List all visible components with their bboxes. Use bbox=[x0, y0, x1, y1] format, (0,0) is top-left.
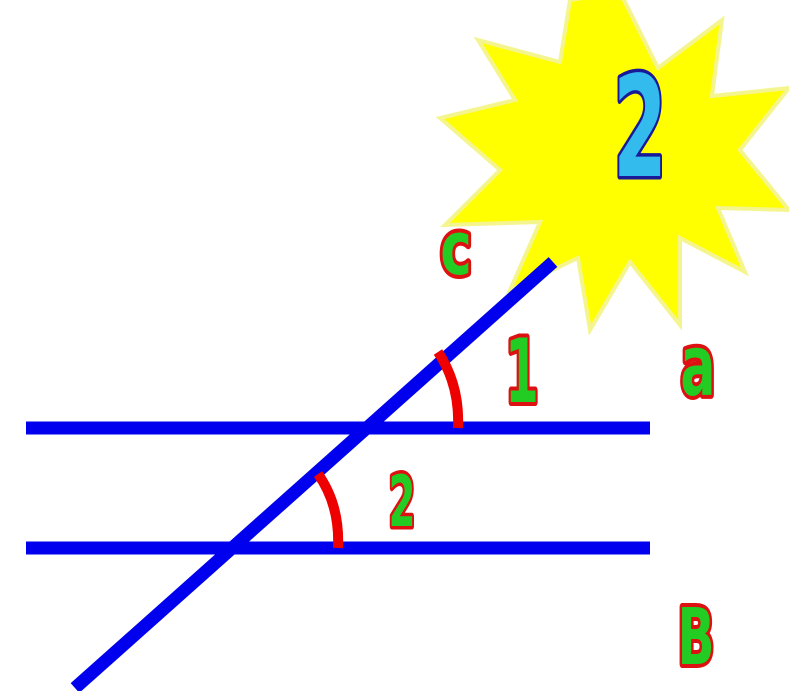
star-badge: 2 bbox=[435, 0, 789, 336]
line-c-transversal bbox=[70, 257, 558, 691]
angle-2-label: 2 bbox=[389, 463, 416, 544]
label-b: B bbox=[678, 593, 715, 683]
angle-1-label: 1 bbox=[505, 320, 539, 423]
angle-arcs bbox=[313, 349, 464, 549]
labels: c a B 1 2 bbox=[386, 203, 719, 686]
angle-1-arc bbox=[433, 349, 464, 429]
badge-number: 2 bbox=[613, 46, 667, 210]
label-c: c bbox=[440, 206, 472, 292]
label-a: a bbox=[680, 318, 715, 415]
angle-2-arc bbox=[313, 471, 344, 549]
star-burst-shape bbox=[435, 0, 789, 336]
lines-group bbox=[26, 257, 650, 691]
